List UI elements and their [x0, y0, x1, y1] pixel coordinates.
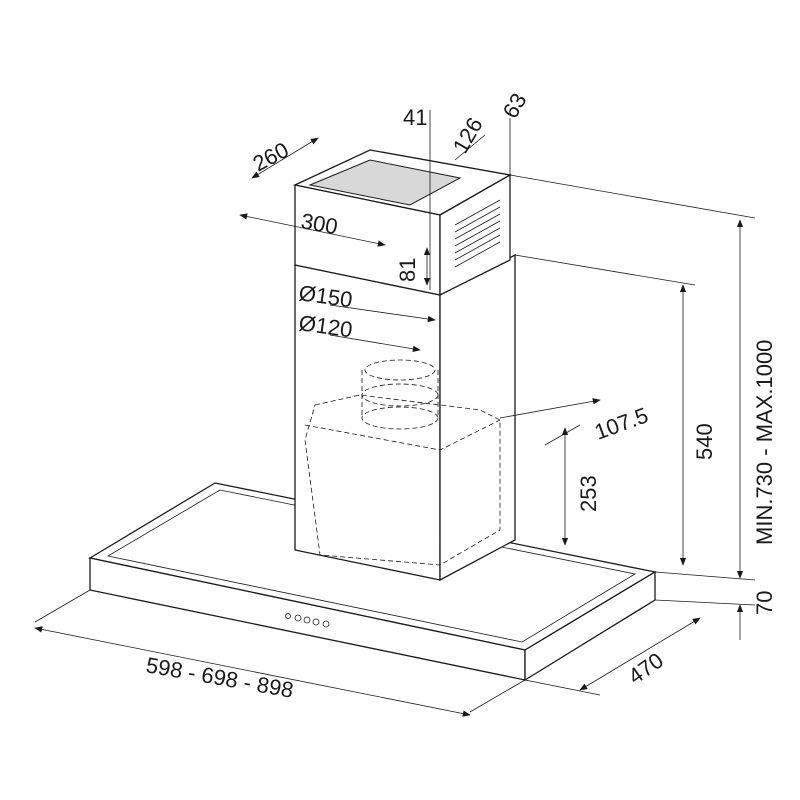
dim-260-label: 260 [249, 137, 293, 176]
vent-grille [454, 199, 501, 268]
dim-107-5-label: 107.5 [591, 402, 651, 444]
dim-126-label: 126 [448, 113, 488, 157]
dim-width-options-label: 598 - 698 - 898 [144, 652, 295, 703]
dim-253-label: 253 [576, 475, 601, 512]
dim-81-label: 81 [395, 258, 420, 282]
dim-70-label: 70 [752, 591, 777, 615]
dimension-lines [34, 110, 756, 717]
dim-540-label: 540 [692, 423, 717, 460]
motor-unit [304, 359, 501, 566]
dim-470-label: 470 [624, 648, 668, 690]
dim-63-label: 63 [498, 89, 532, 123]
chimney [294, 253, 516, 582]
dim-height-range-label: MIN.730 - MAX.1000 [752, 340, 777, 545]
dim-41-label: 41 [403, 105, 427, 130]
